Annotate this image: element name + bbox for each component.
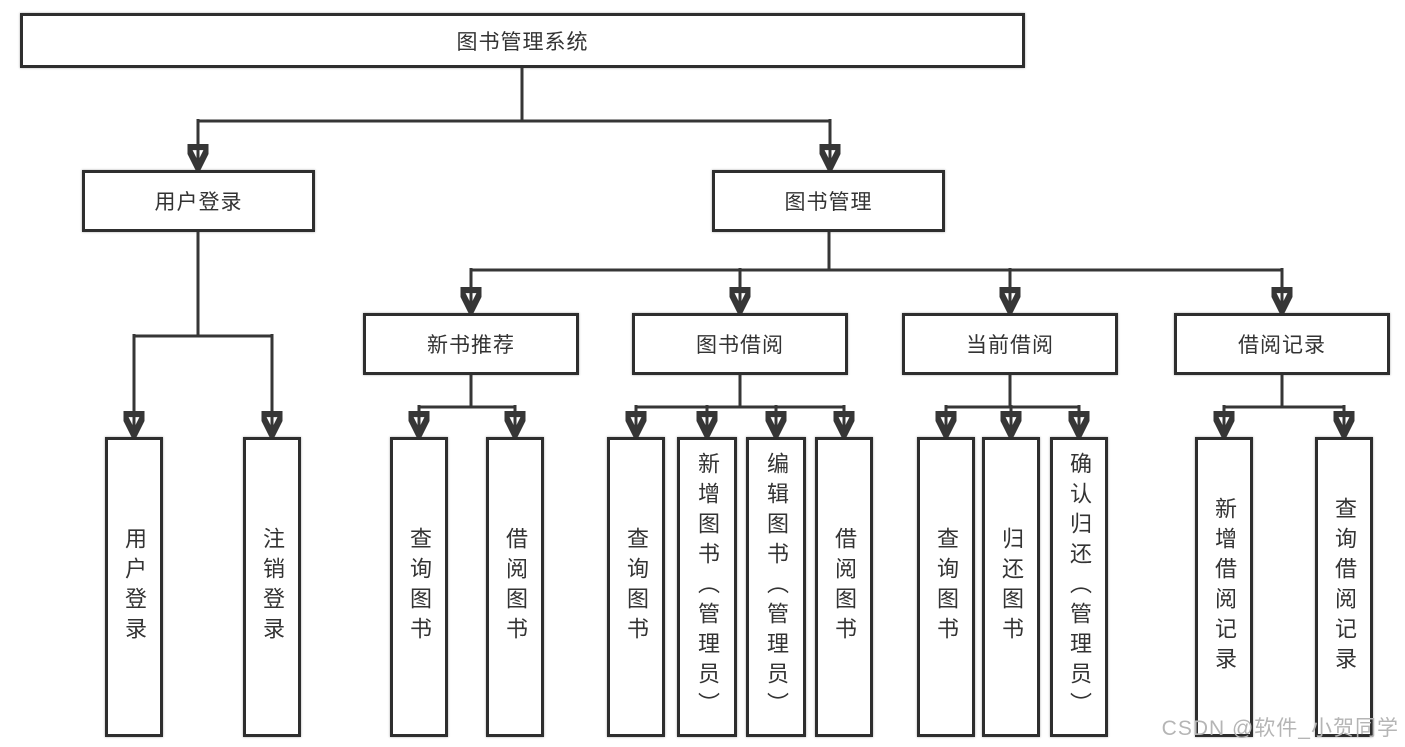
leaf-logout-label: 注销登录 — [260, 527, 285, 647]
connector-current-borrowing-branch — [945, 375, 1081, 435]
node-current-borrowing-label: 当前借阅 — [966, 334, 1054, 357]
leaf-edit-book-admin-label: 编辑图书（管理员） — [764, 452, 789, 722]
leaf-add-borrow-record: 新增借阅记录 — [1195, 437, 1253, 737]
leaf-user-login-label: 用户登录 — [122, 527, 147, 647]
leaf-borrow-books-borrowing: 借阅图书 — [815, 437, 873, 737]
node-borrowing-records: 借阅记录 — [1174, 313, 1390, 375]
leaf-query-borrow-record-label: 查询借阅记录 — [1332, 497, 1357, 677]
leaf-query-books-borrowing-label: 查询图书 — [624, 527, 649, 647]
connector-root-to-level2 — [197, 68, 832, 168]
node-book-management-label: 图书管理 — [784, 191, 873, 214]
leaf-query-books-current-label: 查询图书 — [934, 527, 959, 647]
connector-book-management-branch — [470, 232, 1284, 311]
leaf-confirm-return-admin-label: 确认归还（管理员） — [1067, 452, 1092, 722]
node-borrowing-records-label: 借阅记录 — [1238, 334, 1326, 357]
leaf-add-book-admin: 新增图书（管理员） — [677, 437, 737, 737]
leaf-return-books: 归还图书 — [982, 437, 1040, 737]
leaf-user-login: 用户登录 — [105, 437, 163, 737]
node-book-borrowing-label: 图书借阅 — [696, 334, 784, 357]
node-root-system: 图书管理系统 — [20, 13, 1025, 68]
leaf-edit-book-admin: 编辑图书（管理员） — [746, 437, 806, 737]
leaf-logout: 注销登录 — [243, 437, 301, 737]
leaf-return-books-label: 归还图书 — [999, 527, 1024, 647]
leaf-add-borrow-record-label: 新增借阅记录 — [1212, 497, 1237, 677]
leaf-add-book-admin-label: 新增图书（管理员） — [695, 452, 720, 722]
node-book-borrowing: 图书借阅 — [632, 313, 848, 375]
leaf-query-books-borrowing: 查询图书 — [607, 437, 665, 737]
node-current-borrowing: 当前借阅 — [902, 313, 1118, 375]
connector-new-book-branch — [418, 375, 517, 435]
node-new-book-recommendation: 新书推荐 — [363, 313, 579, 375]
leaf-query-borrow-record: 查询借阅记录 — [1315, 437, 1373, 737]
connector-user-login-branch — [133, 232, 274, 435]
leaf-borrow-books-borrowing-label: 借阅图书 — [832, 527, 857, 647]
leaf-query-books-newbook: 查询图书 — [390, 437, 448, 737]
leaf-borrow-books-newbook: 借阅图书 — [486, 437, 544, 737]
leaf-query-books-newbook-label: 查询图书 — [407, 527, 432, 647]
node-user-login: 用户登录 — [82, 170, 315, 232]
node-user-login-label: 用户登录 — [154, 191, 243, 214]
node-book-management: 图书管理 — [712, 170, 945, 232]
leaf-query-books-current: 查询图书 — [917, 437, 975, 737]
leaf-confirm-return-admin: 确认归还（管理员） — [1050, 437, 1108, 737]
csdn-watermark: CSDN @软件_小贺同学 — [1161, 717, 1399, 740]
connector-book-borrowing-branch — [635, 375, 846, 435]
leaf-borrow-books-newbook-label: 借阅图书 — [503, 527, 528, 647]
node-root-system-label: 图书管理系统 — [456, 30, 589, 54]
node-new-book-recommendation-label: 新书推荐 — [427, 334, 515, 357]
connector-borrowing-records-branch — [1223, 375, 1346, 435]
